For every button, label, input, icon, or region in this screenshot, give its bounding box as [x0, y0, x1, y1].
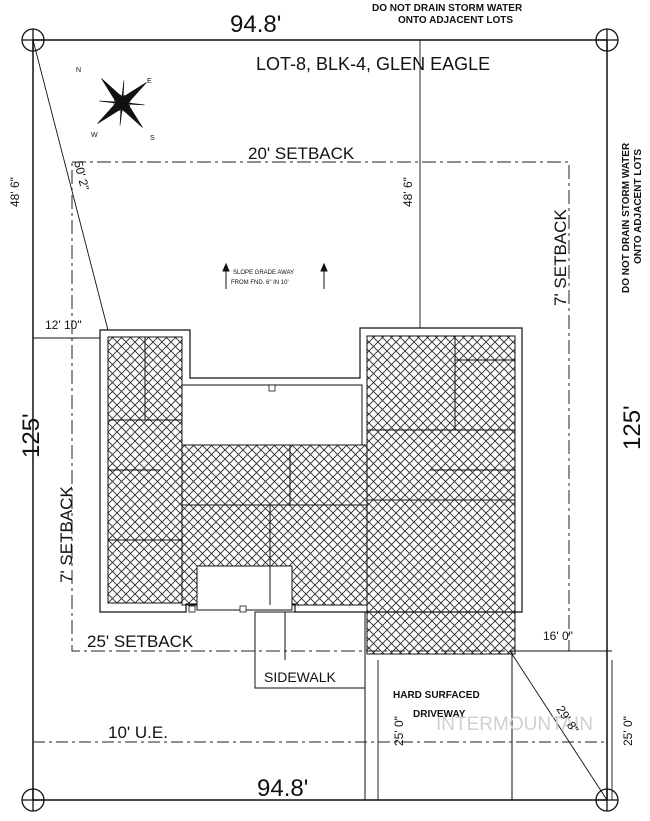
- compass-e-label: E: [147, 78, 152, 85]
- corner-markers: [21, 28, 619, 812]
- watermark: INTERMOUNTAIN: [436, 714, 593, 735]
- dim-25-0-left: 25' 0": [392, 716, 406, 746]
- sidewalk-label: SIDEWALK: [264, 669, 336, 685]
- compass-s-label: S: [150, 135, 155, 142]
- driveway-outline: [364, 651, 513, 800]
- top-frontage-dimension: 94.8': [230, 11, 281, 38]
- driveway-label-line1: HARD SURFACED: [393, 690, 480, 701]
- side-length-right: 125': [619, 405, 646, 450]
- house-footprint: [99, 327, 523, 655]
- utility-easement-label: 10' U.E.: [108, 723, 168, 742]
- drain-note-side-line1: DO NOT DRAIN STORM WATER: [621, 142, 632, 293]
- slope-arrows: [222, 262, 328, 289]
- slope-note-line1: SLOPE GRADE AWAY: [233, 270, 294, 276]
- dim-left-48-6: 48' 6": [8, 177, 22, 207]
- setback-line: [71, 161, 570, 652]
- drain-note-side-line2: ONTO ADJACENT LOTS: [633, 149, 644, 264]
- dimension-lines: [32, 39, 613, 801]
- right-setback-label: 7' SETBACK: [551, 209, 570, 306]
- driveway-label-line2: DRIVEWAY: [413, 709, 466, 720]
- dim-25-0-right: 25' 0": [621, 716, 635, 746]
- compass-w-label: W: [91, 132, 98, 139]
- front-setback-label: 20' SETBACK: [248, 144, 355, 163]
- bottom-frontage-dimension: 94.8': [257, 775, 308, 802]
- slope-note-line2: FROM FND. 6" IN 10': [231, 280, 289, 286]
- dim-diag-50-2: 50' 2": [71, 159, 92, 191]
- side-length-left: 125': [18, 413, 45, 458]
- drain-note-top-line1: DO NOT DRAIN STORM WATER: [372, 3, 523, 14]
- compass-rose: [97, 78, 147, 128]
- compass-n-label: N: [76, 67, 81, 74]
- dim-12-10: 12' 10": [45, 318, 82, 332]
- dim-center-48-6: 48' 6": [401, 177, 415, 207]
- drain-note-top-line2: ONTO ADJACENT LOTS: [398, 15, 513, 26]
- property-boundary: [32, 39, 608, 801]
- lot-title: LOT-8, BLK-4, GLEN EAGLE: [256, 54, 490, 74]
- rear-setback-label: 25' SETBACK: [87, 632, 194, 651]
- dim-16-0: 16' 0": [543, 629, 573, 643]
- left-setback-label: 7' SETBACK: [57, 486, 76, 583]
